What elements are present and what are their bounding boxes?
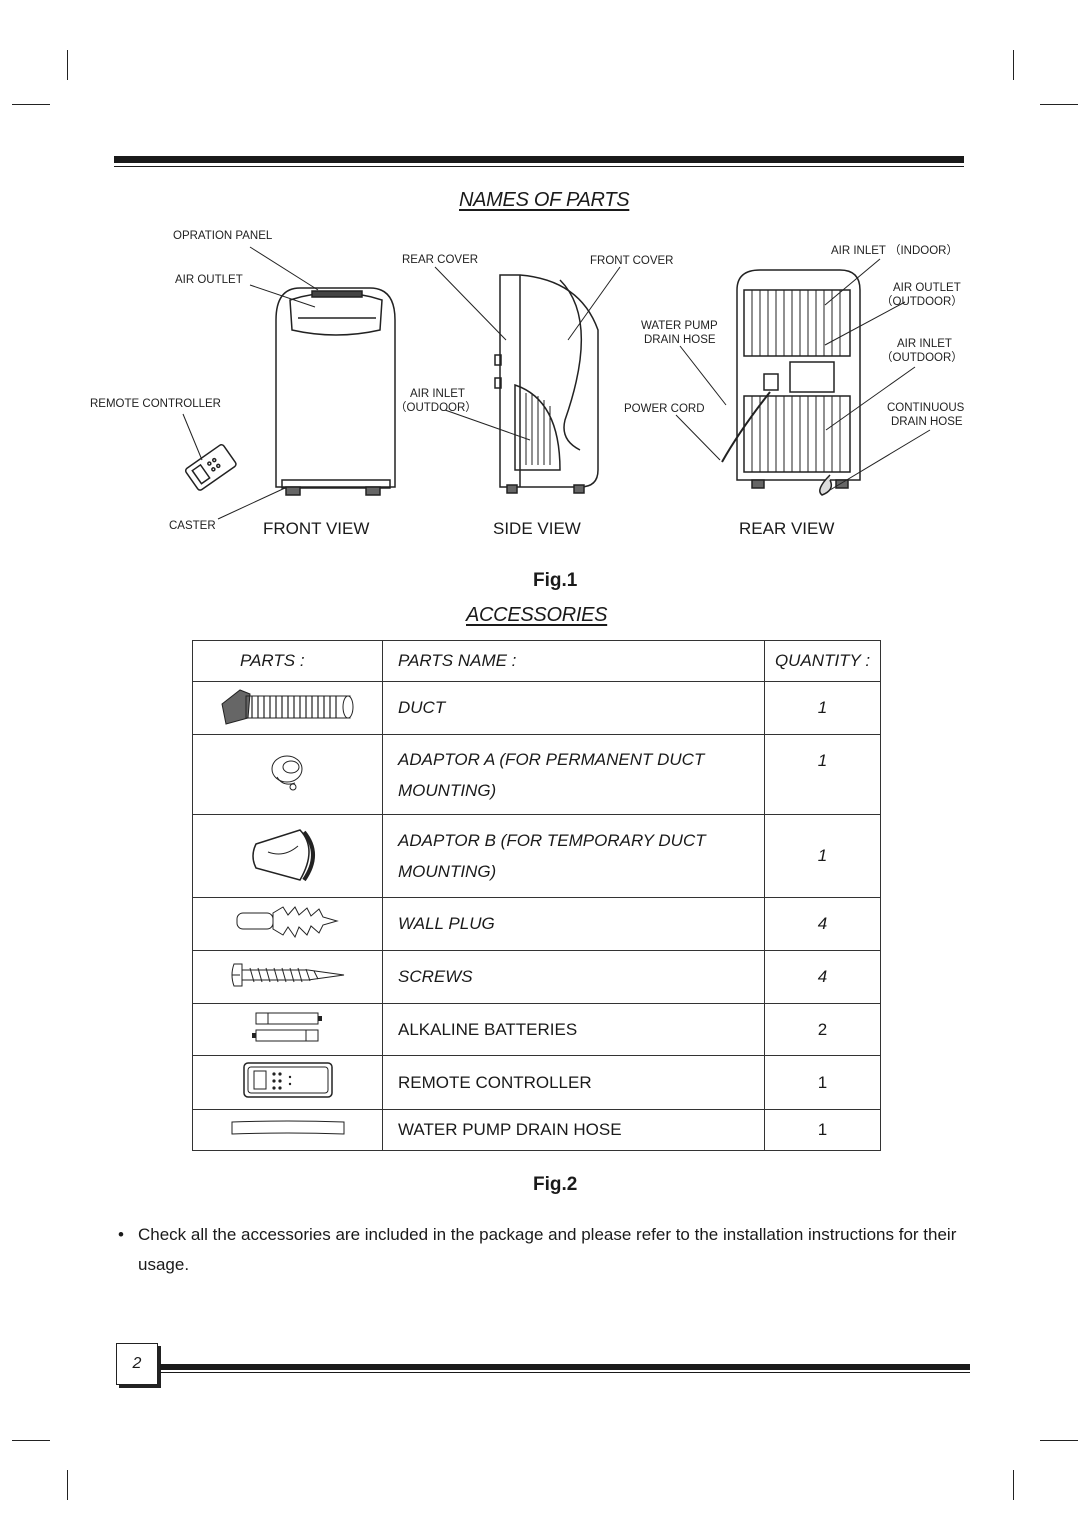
table-row: ADAPTOR B (FOR TEMPORARY DUCT MOUNTING) … (192, 814, 881, 898)
label-air-inlet-side: AIR INLET (410, 388, 465, 400)
label-rear-cover: REAR COVER (402, 254, 479, 266)
rear-view-unit (721, 269, 861, 496)
parts-illustration (182, 246, 931, 520)
label-air-inlet-indoor: AIR INLET （INDOOR） (831, 245, 958, 257)
row-qty: 4 (764, 950, 881, 1004)
accessories-note: • Check all the accessories are included… (118, 1220, 968, 1280)
adaptor-a-icon (192, 734, 383, 815)
crop-mark (67, 1470, 68, 1500)
label-caster: CASTER (169, 520, 216, 532)
side-view-unit (494, 274, 599, 494)
label-power-cord: POWER CORD (624, 403, 705, 415)
row-qty: 1 (764, 814, 881, 898)
label-front-cover: FRONT COVER (590, 255, 674, 267)
accessories-title: ACCESSORIES (466, 604, 608, 626)
row-qty: 1 (764, 1055, 881, 1110)
drain-hose-icon (192, 1109, 383, 1151)
footer-rule-thin (160, 1372, 970, 1373)
row-name-line2: MOUNTING) (398, 862, 497, 881)
row-name: SCREWS (382, 950, 765, 1004)
crop-mark (67, 50, 68, 80)
row-qty: 2 (764, 1003, 881, 1056)
batteries-icon (192, 1003, 383, 1056)
rear-view-label: REAR VIEW (739, 519, 835, 538)
accessories-table: PARTS : PARTS NAME : QUANTITY : DUCT 1 (192, 640, 881, 1151)
row-qty: 1 (764, 1109, 881, 1151)
row-name: WALL PLUG (382, 897, 765, 951)
label-air-outlet-rear: AIR OUTLET (893, 282, 961, 294)
header-parts-name: PARTS NAME : (382, 640, 765, 682)
note-text: Check all the accessories are included i… (138, 1225, 957, 1274)
duct-icon (192, 681, 383, 735)
row-name: ALKALINE BATTERIES (382, 1003, 765, 1056)
table-row: WATER PUMP DRAIN HOSE 1 (192, 1109, 881, 1151)
label-water-pump: WATER PUMP (641, 320, 718, 332)
side-view-label: SIDE VIEW (493, 519, 581, 538)
label-air-inlet-rear: AIR INLET (897, 338, 952, 350)
adaptor-b-icon (192, 814, 383, 898)
label-air-inlet-side-outdoor: （OUTDOOR） (395, 402, 477, 414)
table-header-row: PARTS : PARTS NAME : QUANTITY : (192, 640, 881, 682)
remote-controller-drawing (184, 444, 237, 491)
table-row: ALKALINE BATTERIES 2 (192, 1003, 881, 1056)
crop-mark (1013, 50, 1014, 80)
label-air-outlet-rear-outdoor: （OUTDOOR） (881, 296, 963, 308)
table-row: ADAPTOR A (FOR PERMANENT DUCT MOUNTING) … (192, 734, 881, 815)
crop-mark (12, 1440, 50, 1441)
header-rule-thick (114, 156, 964, 163)
row-name: REMOTE CONTROLLER (382, 1055, 765, 1110)
crop-mark (1040, 104, 1078, 105)
page-number: 2 (116, 1343, 158, 1385)
row-qty: 4 (764, 897, 881, 951)
front-view-unit (275, 287, 396, 496)
row-qty: 1 (764, 681, 881, 735)
screw-icon (192, 950, 383, 1004)
table-row: WALL PLUG 4 (192, 897, 881, 951)
header-parts: PARTS : (192, 640, 383, 682)
front-view-label: FRONT VIEW (263, 519, 370, 538)
footer-rule-thick (160, 1364, 970, 1370)
label-continuous-drain-hose: DRAIN HOSE (891, 416, 963, 428)
note-bullet: • (118, 1225, 124, 1244)
remote-controller-icon (192, 1055, 383, 1110)
label-water-pump-drain-hose: DRAIN HOSE (644, 334, 716, 346)
row-name: DUCT (382, 681, 765, 735)
header-quantity: QUANTITY : (764, 640, 881, 682)
row-name-line2: MOUNTING) (398, 780, 497, 800)
label-continuous: CONTINUOUS (887, 402, 965, 414)
row-name: WATER PUMP DRAIN HOSE (382, 1109, 765, 1151)
fig2-caption: Fig.2 (533, 1174, 578, 1195)
label-remote-controller: REMOTE CONTROLLER (90, 398, 221, 410)
wall-plug-icon (192, 897, 383, 951)
row-name-line1: ADAPTOR B (FOR TEMPORARY DUCT (398, 831, 706, 850)
crop-mark (1040, 1440, 1078, 1441)
table-row: DUCT 1 (192, 681, 881, 735)
label-air-inlet-rear-outdoor: （OUTDOOR） (881, 352, 963, 364)
names-of-parts-title: NAMES OF PARTS (459, 189, 630, 211)
label-opration-panel: OPRATION PANEL (173, 230, 273, 242)
crop-mark (12, 104, 50, 105)
table-row: REMOTE CONTROLLER 1 (192, 1055, 881, 1110)
row-name-line1: ADAPTOR A (FOR PERMANENT DUCT (398, 749, 705, 769)
row-qty: 1 (764, 734, 881, 815)
label-air-outlet: AIR OUTLET (175, 274, 243, 286)
fig1-caption: Fig.1 (533, 570, 578, 591)
crop-mark (1013, 1470, 1014, 1500)
table-row: SCREWS 4 (192, 950, 881, 1004)
header-rule-thin (114, 166, 964, 167)
